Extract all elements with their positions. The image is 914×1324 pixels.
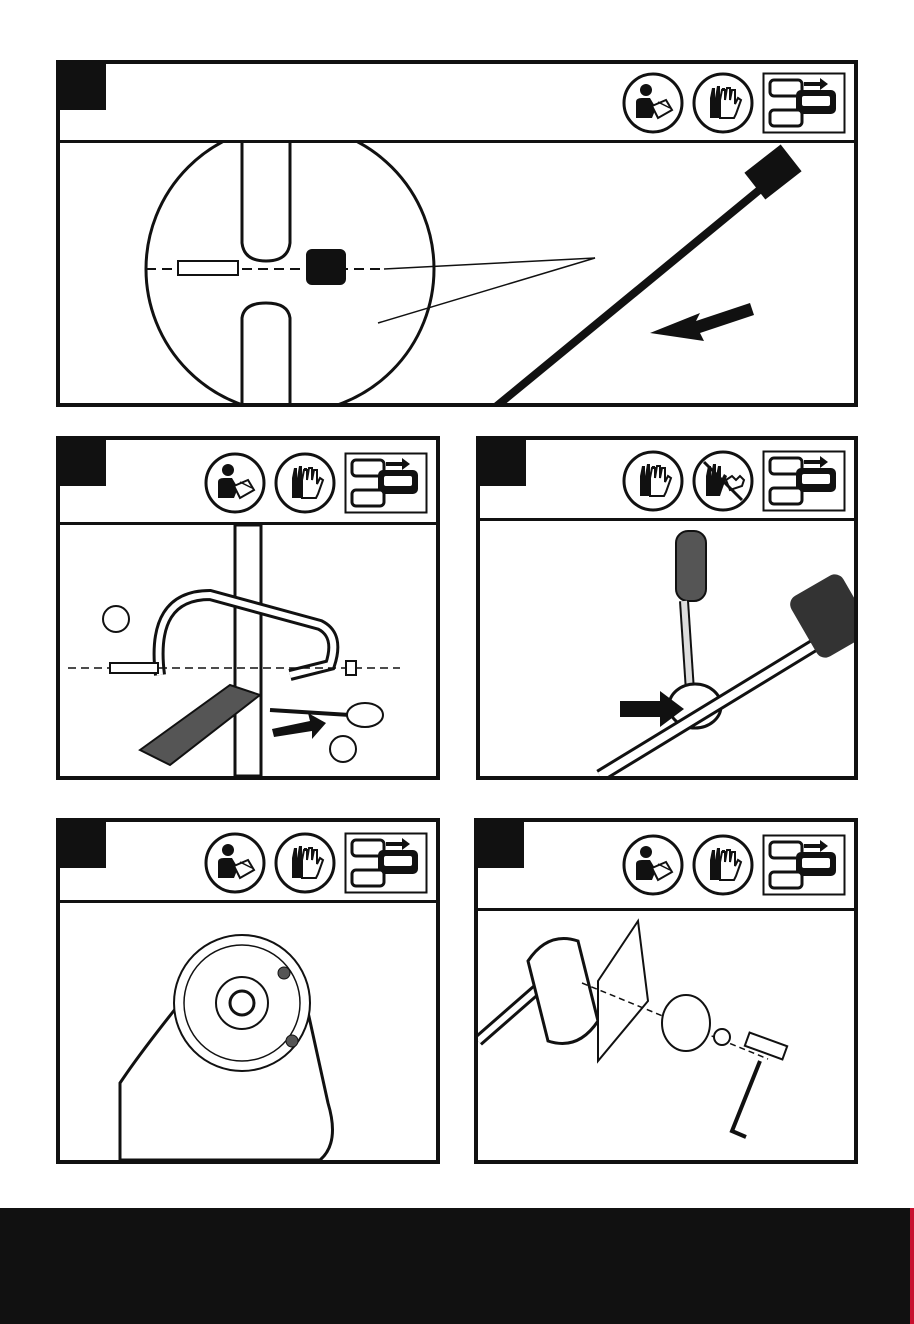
gloves-icon <box>274 832 336 894</box>
step-5-icons <box>622 834 846 896</box>
shoulder-strap-pad <box>676 531 706 601</box>
retaining-cup <box>662 995 710 1051</box>
gearhead-guard <box>528 939 598 1044</box>
step-1-icons <box>622 72 846 134</box>
step-2-number-box <box>60 440 106 486</box>
step-3-number-box <box>480 440 526 486</box>
step-1-number-box <box>60 64 106 110</box>
step-4-icons <box>204 832 428 894</box>
shaft <box>235 525 261 776</box>
step-5-number-box <box>478 822 524 868</box>
step-2-icons <box>204 452 428 514</box>
step-2-illustration <box>60 525 436 776</box>
step-1-panel <box>56 60 858 407</box>
trimmer-shaft <box>470 173 780 403</box>
page-footer-band <box>0 1208 914 1324</box>
remove-battery-icon <box>344 452 428 514</box>
remove-battery-icon <box>762 834 846 896</box>
gloves-icon <box>274 452 336 514</box>
remove-battery-icon <box>344 832 428 894</box>
nut <box>714 1029 730 1045</box>
cutting-blade <box>598 921 648 1061</box>
knob <box>306 249 346 285</box>
gloves-icon <box>622 450 684 512</box>
step-4-number-box <box>60 822 106 868</box>
step-3-illustration <box>480 521 854 776</box>
no-hands-near-blade-icon <box>692 450 754 512</box>
step-1-illustration <box>60 143 854 403</box>
step-2-panel <box>56 436 440 780</box>
step-3-icons <box>622 450 846 512</box>
remove-battery-icon <box>762 72 846 134</box>
callout-circle-2 <box>330 736 356 762</box>
remove-battery-icon <box>762 450 846 512</box>
step-5-panel <box>474 818 858 1164</box>
read-manual-icon <box>622 834 684 896</box>
step-3-panel <box>476 436 858 780</box>
step-4-panel <box>56 818 440 1164</box>
bolt <box>178 261 238 275</box>
read-manual-icon <box>622 72 684 134</box>
footer-accent-strip <box>910 1208 914 1324</box>
gloves-icon <box>692 834 754 896</box>
callout-circle-1 <box>103 606 129 632</box>
direction-arrow <box>272 713 326 739</box>
step-5-illustration <box>478 911 854 1160</box>
read-manual-icon <box>204 452 266 514</box>
direction-arrow <box>650 303 754 341</box>
gloves-icon <box>692 72 754 134</box>
spindle <box>230 991 254 1015</box>
hex-key <box>732 1061 760 1137</box>
read-manual-icon <box>204 832 266 894</box>
step-4-illustration <box>60 903 436 1160</box>
